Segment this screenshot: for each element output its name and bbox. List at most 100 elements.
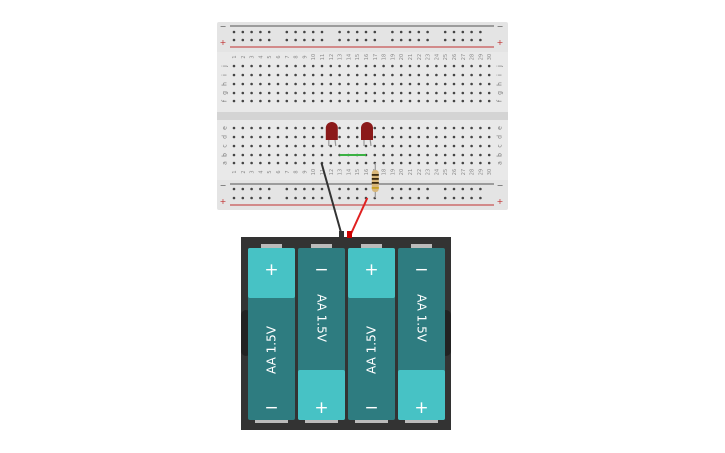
terminal-hole[interactable]: [452, 135, 456, 139]
rail-hole[interactable]: [303, 30, 306, 34]
rail-hole[interactable]: [303, 38, 306, 42]
terminal-hole[interactable]: [452, 99, 456, 103]
terminal-hole[interactable]: [382, 73, 385, 77]
terminal-hole[interactable]: [373, 91, 377, 95]
terminal-hole[interactable]: [311, 126, 315, 130]
terminal-hole[interactable]: [311, 153, 315, 157]
terminal-hole[interactable]: [461, 144, 465, 148]
terminal-hole[interactable]: [347, 64, 350, 68]
terminal-hole[interactable]: [443, 64, 447, 68]
terminal-hole[interactable]: [487, 153, 491, 157]
terminal-hole[interactable]: [399, 161, 403, 165]
rail-hole[interactable]: [267, 30, 271, 34]
rail-hole[interactable]: [443, 196, 447, 200]
terminal-hole[interactable]: [276, 126, 280, 130]
rail-hole[interactable]: [250, 187, 253, 191]
terminal-hole[interactable]: [250, 161, 253, 165]
terminal-hole[interactable]: [426, 153, 429, 157]
rail-hole[interactable]: [285, 30, 289, 34]
rail-hole[interactable]: [470, 30, 473, 34]
terminal-hole[interactable]: [408, 64, 412, 68]
rail-hole[interactable]: [479, 196, 482, 200]
terminal-hole[interactable]: [241, 153, 245, 157]
rail-hole[interactable]: [294, 38, 297, 42]
rail-hole[interactable]: [250, 38, 253, 42]
terminal-hole[interactable]: [303, 82, 306, 86]
terminal-hole[interactable]: [417, 64, 421, 68]
terminal-hole[interactable]: [408, 126, 412, 130]
terminal-hole[interactable]: [294, 135, 297, 139]
terminal-hole[interactable]: [355, 91, 359, 95]
rail-hole[interactable]: [294, 196, 297, 200]
terminal-hole[interactable]: [479, 64, 482, 68]
terminal-hole[interactable]: [470, 135, 473, 139]
terminal-hole[interactable]: [461, 153, 465, 157]
rail-hole[interactable]: [408, 187, 412, 191]
rail-hole[interactable]: [232, 38, 236, 42]
terminal-hole[interactable]: [338, 126, 341, 130]
rail-hole[interactable]: [443, 30, 447, 34]
terminal-hole[interactable]: [250, 144, 253, 148]
terminal-hole[interactable]: [470, 161, 473, 165]
terminal-hole[interactable]: [399, 153, 403, 157]
terminal-hole[interactable]: [250, 91, 253, 95]
terminal-hole[interactable]: [470, 73, 473, 77]
terminal-hole[interactable]: [329, 91, 333, 95]
rail-hole[interactable]: [399, 30, 403, 34]
terminal-hole[interactable]: [461, 99, 465, 103]
terminal-hole[interactable]: [267, 82, 271, 86]
terminal-hole[interactable]: [259, 161, 262, 165]
rail-hole[interactable]: [285, 187, 289, 191]
terminal-hole[interactable]: [232, 64, 236, 68]
terminal-hole[interactable]: [347, 99, 350, 103]
terminal-hole[interactable]: [426, 82, 429, 86]
terminal-hole[interactable]: [320, 73, 324, 77]
terminal-hole[interactable]: [320, 126, 324, 130]
terminal-hole[interactable]: [276, 144, 280, 148]
terminal-hole[interactable]: [408, 73, 412, 77]
rail-hole[interactable]: [267, 196, 271, 200]
terminal-hole[interactable]: [320, 99, 324, 103]
rail-hole[interactable]: [364, 38, 368, 42]
terminal-hole[interactable]: [338, 161, 341, 165]
terminal-hole[interactable]: [355, 64, 359, 68]
terminal-hole[interactable]: [435, 161, 438, 165]
rail-hole[interactable]: [408, 30, 412, 34]
terminal-hole[interactable]: [452, 91, 456, 95]
terminal-hole[interactable]: [364, 73, 368, 77]
terminal-hole[interactable]: [320, 144, 324, 148]
rail-hole[interactable]: [364, 30, 368, 34]
terminal-hole[interactable]: [276, 91, 280, 95]
terminal-hole[interactable]: [355, 99, 359, 103]
terminal-hole[interactable]: [417, 161, 421, 165]
terminal-hole[interactable]: [461, 135, 465, 139]
terminal-hole[interactable]: [487, 144, 491, 148]
rail-hole[interactable]: [417, 196, 421, 200]
rail-hole[interactable]: [417, 30, 421, 34]
rail-hole[interactable]: [461, 196, 465, 200]
terminal-hole[interactable]: [311, 135, 315, 139]
terminal-hole[interactable]: [399, 135, 403, 139]
terminal-hole[interactable]: [373, 126, 377, 130]
rail-hole[interactable]: [355, 187, 359, 191]
rail-hole[interactable]: [259, 196, 262, 200]
rail-hole[interactable]: [285, 196, 289, 200]
terminal-hole[interactable]: [241, 99, 245, 103]
rail-hole[interactable]: [391, 187, 394, 191]
rail-hole[interactable]: [259, 187, 262, 191]
terminal-hole[interactable]: [347, 144, 350, 148]
terminal-hole[interactable]: [311, 144, 315, 148]
terminal-hole[interactable]: [408, 161, 412, 165]
terminal-hole[interactable]: [276, 99, 280, 103]
terminal-hole[interactable]: [267, 126, 271, 130]
terminal-hole[interactable]: [399, 126, 403, 130]
terminal-hole[interactable]: [364, 144, 368, 148]
terminal-hole[interactable]: [338, 73, 341, 77]
terminal-hole[interactable]: [364, 64, 368, 68]
terminal-hole[interactable]: [364, 99, 368, 103]
terminal-hole[interactable]: [435, 64, 438, 68]
terminal-hole[interactable]: [329, 73, 333, 77]
terminal-hole[interactable]: [391, 153, 394, 157]
terminal-hole[interactable]: [232, 161, 236, 165]
rail-hole[interactable]: [391, 38, 394, 42]
